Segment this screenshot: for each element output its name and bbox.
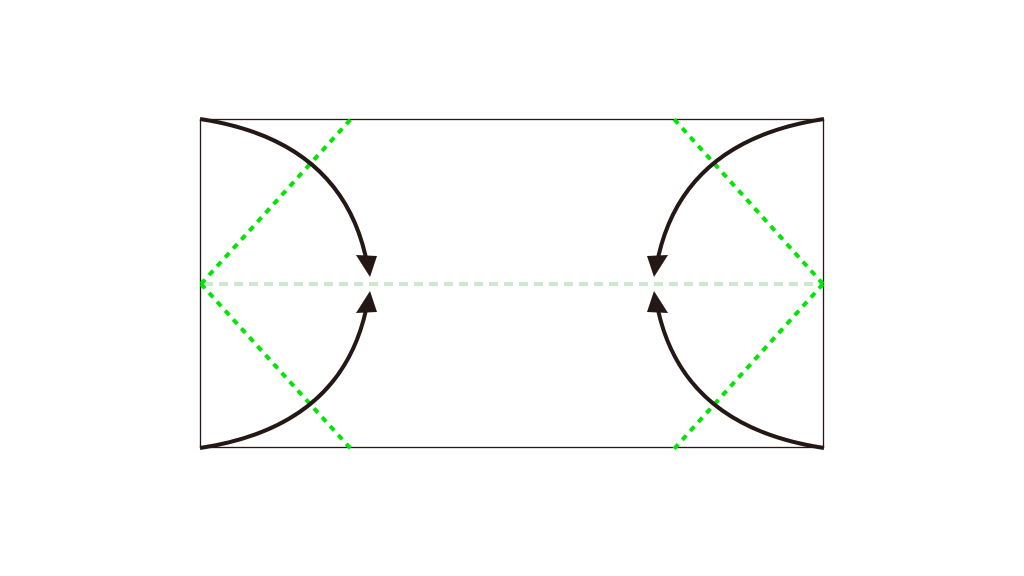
arrowhead-left-top-icon	[356, 255, 377, 277]
arrow-right-bottom	[656, 309, 825, 450]
arrowhead-left-bottom-icon	[356, 291, 377, 313]
fold-line-left-bottom	[199, 282, 353, 451]
fold-arrows	[199, 117, 825, 450]
fold-line-right-bottom	[672, 282, 825, 451]
arrow-right-top	[656, 117, 825, 259]
arrow-left-bottom	[199, 309, 368, 450]
arrowhead-right-top-icon	[647, 255, 668, 277]
arrow-left-top	[199, 117, 368, 259]
arrowhead-right-bottom-icon	[647, 291, 668, 313]
fold-line-left-top	[199, 117, 353, 286]
fold-line-right-top	[672, 117, 825, 286]
valley-fold-lines	[199, 117, 825, 451]
